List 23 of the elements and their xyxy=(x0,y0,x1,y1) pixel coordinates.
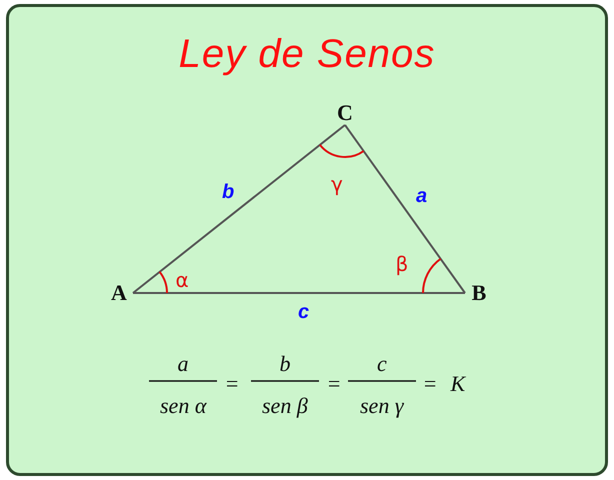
angle-label: γ xyxy=(331,172,343,196)
numerator: a xyxy=(178,351,188,377)
vertex-label: A xyxy=(106,281,132,305)
constant: K xyxy=(450,371,466,397)
equals-sign: = xyxy=(422,371,438,397)
side-label: c xyxy=(298,302,310,322)
vertex-label: C xyxy=(331,101,359,125)
side-label: b xyxy=(222,182,234,202)
equals-sign: = xyxy=(224,371,240,397)
triangle-side xyxy=(344,124,466,294)
numerator: c xyxy=(377,351,387,377)
numerator: b xyxy=(280,351,290,377)
angle-label: β xyxy=(396,252,408,276)
triangle-side xyxy=(132,124,346,294)
angle-label: α xyxy=(176,268,189,292)
title: Ley de Senos xyxy=(178,32,436,77)
denominator: sen β xyxy=(262,393,308,419)
vertex-label: B xyxy=(466,281,492,305)
equals-sign: = xyxy=(326,371,342,397)
triangle-side xyxy=(133,292,465,294)
denominator: sen γ xyxy=(360,393,404,419)
denominator: sen α xyxy=(160,393,206,419)
side-label: a xyxy=(416,186,428,206)
